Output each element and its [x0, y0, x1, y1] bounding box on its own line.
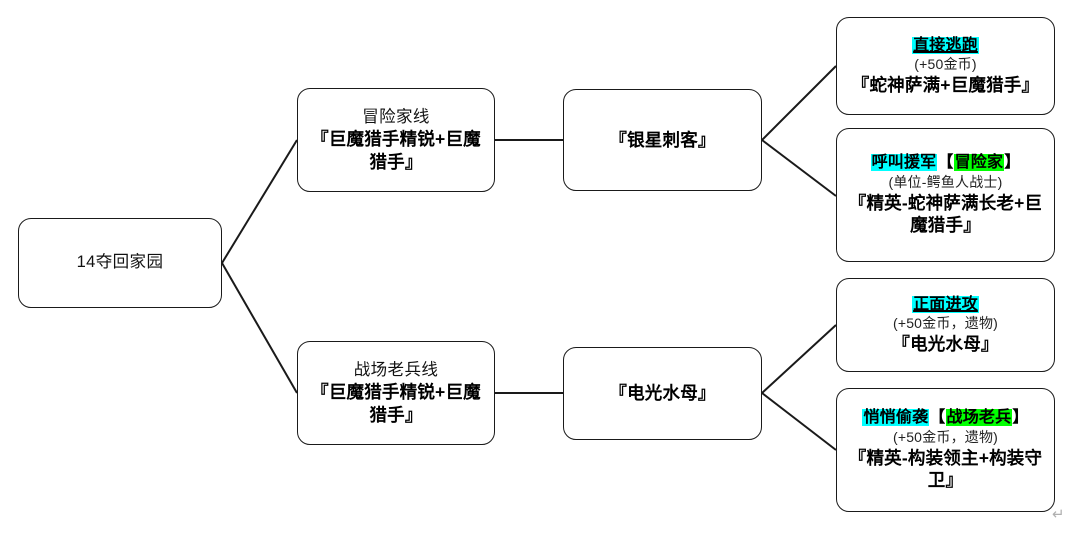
node-branch-veteran-title: 战场老兵线 [353, 361, 439, 380]
edge-jellyfish-to-sneak [761, 392, 837, 451]
edge-root-to-veteran [221, 262, 298, 394]
node-outcome-frontal-reward: (+50金币，遗物) [892, 315, 999, 332]
node-outcome-sneak[interactable]: 悄悄偷袭【战场老兵】 (+50金币，遗物) 『精英-构装领主+构装守卫』 [836, 388, 1055, 512]
node-outcome-reinforce[interactable]: 呼叫援军【冒险家】 (单位-鳄鱼人战士) 『精英-蛇神萨满长老+巨魔猎手』 [836, 128, 1055, 262]
node-branch-veteran-main: 『巨魔猎手精锐+巨魔猎手』 [311, 382, 481, 425]
node-outcome-flee[interactable]: 直接逃跑 (+50金币) 『蛇神萨满+巨魔猎手』 [836, 17, 1055, 115]
node-outcome-sneak-reward: (+50金币，遗物) [892, 428, 999, 445]
node-outcome-flee-reward: (+50金币) [914, 56, 977, 73]
node-outcome-sneak-main: 『精英-构装领主+构装守卫』 [848, 447, 1043, 491]
node-enemy-lightning-jellyfish[interactable]: 『电光水母』 [563, 347, 762, 440]
choice-highlight-cyan: 正面进攻 [912, 295, 979, 313]
edge-assassin-to-reinforce [761, 139, 837, 197]
node-branch-veteran[interactable]: 战场老兵线 『巨魔猎手精锐+巨魔猎手』 [297, 341, 495, 445]
edge-jellyfish-to-frontal [761, 324, 837, 394]
node-enemy-silver-assassin-main: 『银星刺客』 [609, 129, 716, 150]
node-enemy-lightning-jellyfish-main: 『电光水母』 [609, 383, 716, 404]
node-branch-adventurer-title: 冒险家线 [362, 108, 430, 127]
node-outcome-frontal-choice: 正面进攻 [844, 295, 1047, 315]
node-outcome-sneak-choice: 悄悄偷袭【战场老兵】 [844, 408, 1047, 428]
bracket-open: 【 [937, 154, 954, 172]
bracket-close: 】 [1012, 409, 1029, 427]
node-branch-adventurer[interactable]: 冒险家线 『巨魔猎手精锐+巨魔猎手』 [297, 88, 495, 192]
edge-root-to-adventurer [221, 139, 298, 264]
choice-highlight-cyan: 呼叫援军 [870, 154, 938, 172]
node-outcome-reinforce-reward: (单位-鳄鱼人战士) [888, 173, 1003, 190]
edge-assassin-to-flee [761, 65, 837, 141]
bracket-close: 】 [1004, 154, 1021, 172]
paragraph-return-mark: ↵ [1052, 505, 1065, 523]
bracket-open: 【 [929, 409, 946, 427]
node-root[interactable]: 14夺回家园 [18, 218, 222, 308]
node-outcome-frontal-main: 『电光水母』 [892, 333, 999, 354]
choice-highlight-cyan: 悄悄偷袭 [862, 409, 930, 427]
node-enemy-silver-assassin[interactable]: 『银星刺客』 [563, 89, 762, 191]
node-root-title: 14夺回家园 [76, 253, 164, 272]
node-branch-adventurer-main: 『巨魔猎手精锐+巨魔猎手』 [311, 129, 481, 172]
choice-highlight-cyan: 直接逃跑 [912, 36, 979, 54]
choice-highlight-green: 战场老兵 [945, 409, 1013, 427]
node-outcome-flee-main: 『蛇神萨满+巨魔猎手』 [851, 74, 1040, 95]
node-outcome-flee-choice: 直接逃跑 [844, 36, 1047, 56]
node-outcome-frontal[interactable]: 正面进攻 (+50金币，遗物) 『电光水母』 [836, 278, 1055, 372]
node-outcome-reinforce-choice: 呼叫援军【冒险家】 [844, 153, 1047, 173]
choice-highlight-green: 冒险家 [953, 154, 1005, 172]
node-outcome-reinforce-main: 『精英-蛇神萨满长老+巨魔猎手』 [848, 192, 1043, 236]
